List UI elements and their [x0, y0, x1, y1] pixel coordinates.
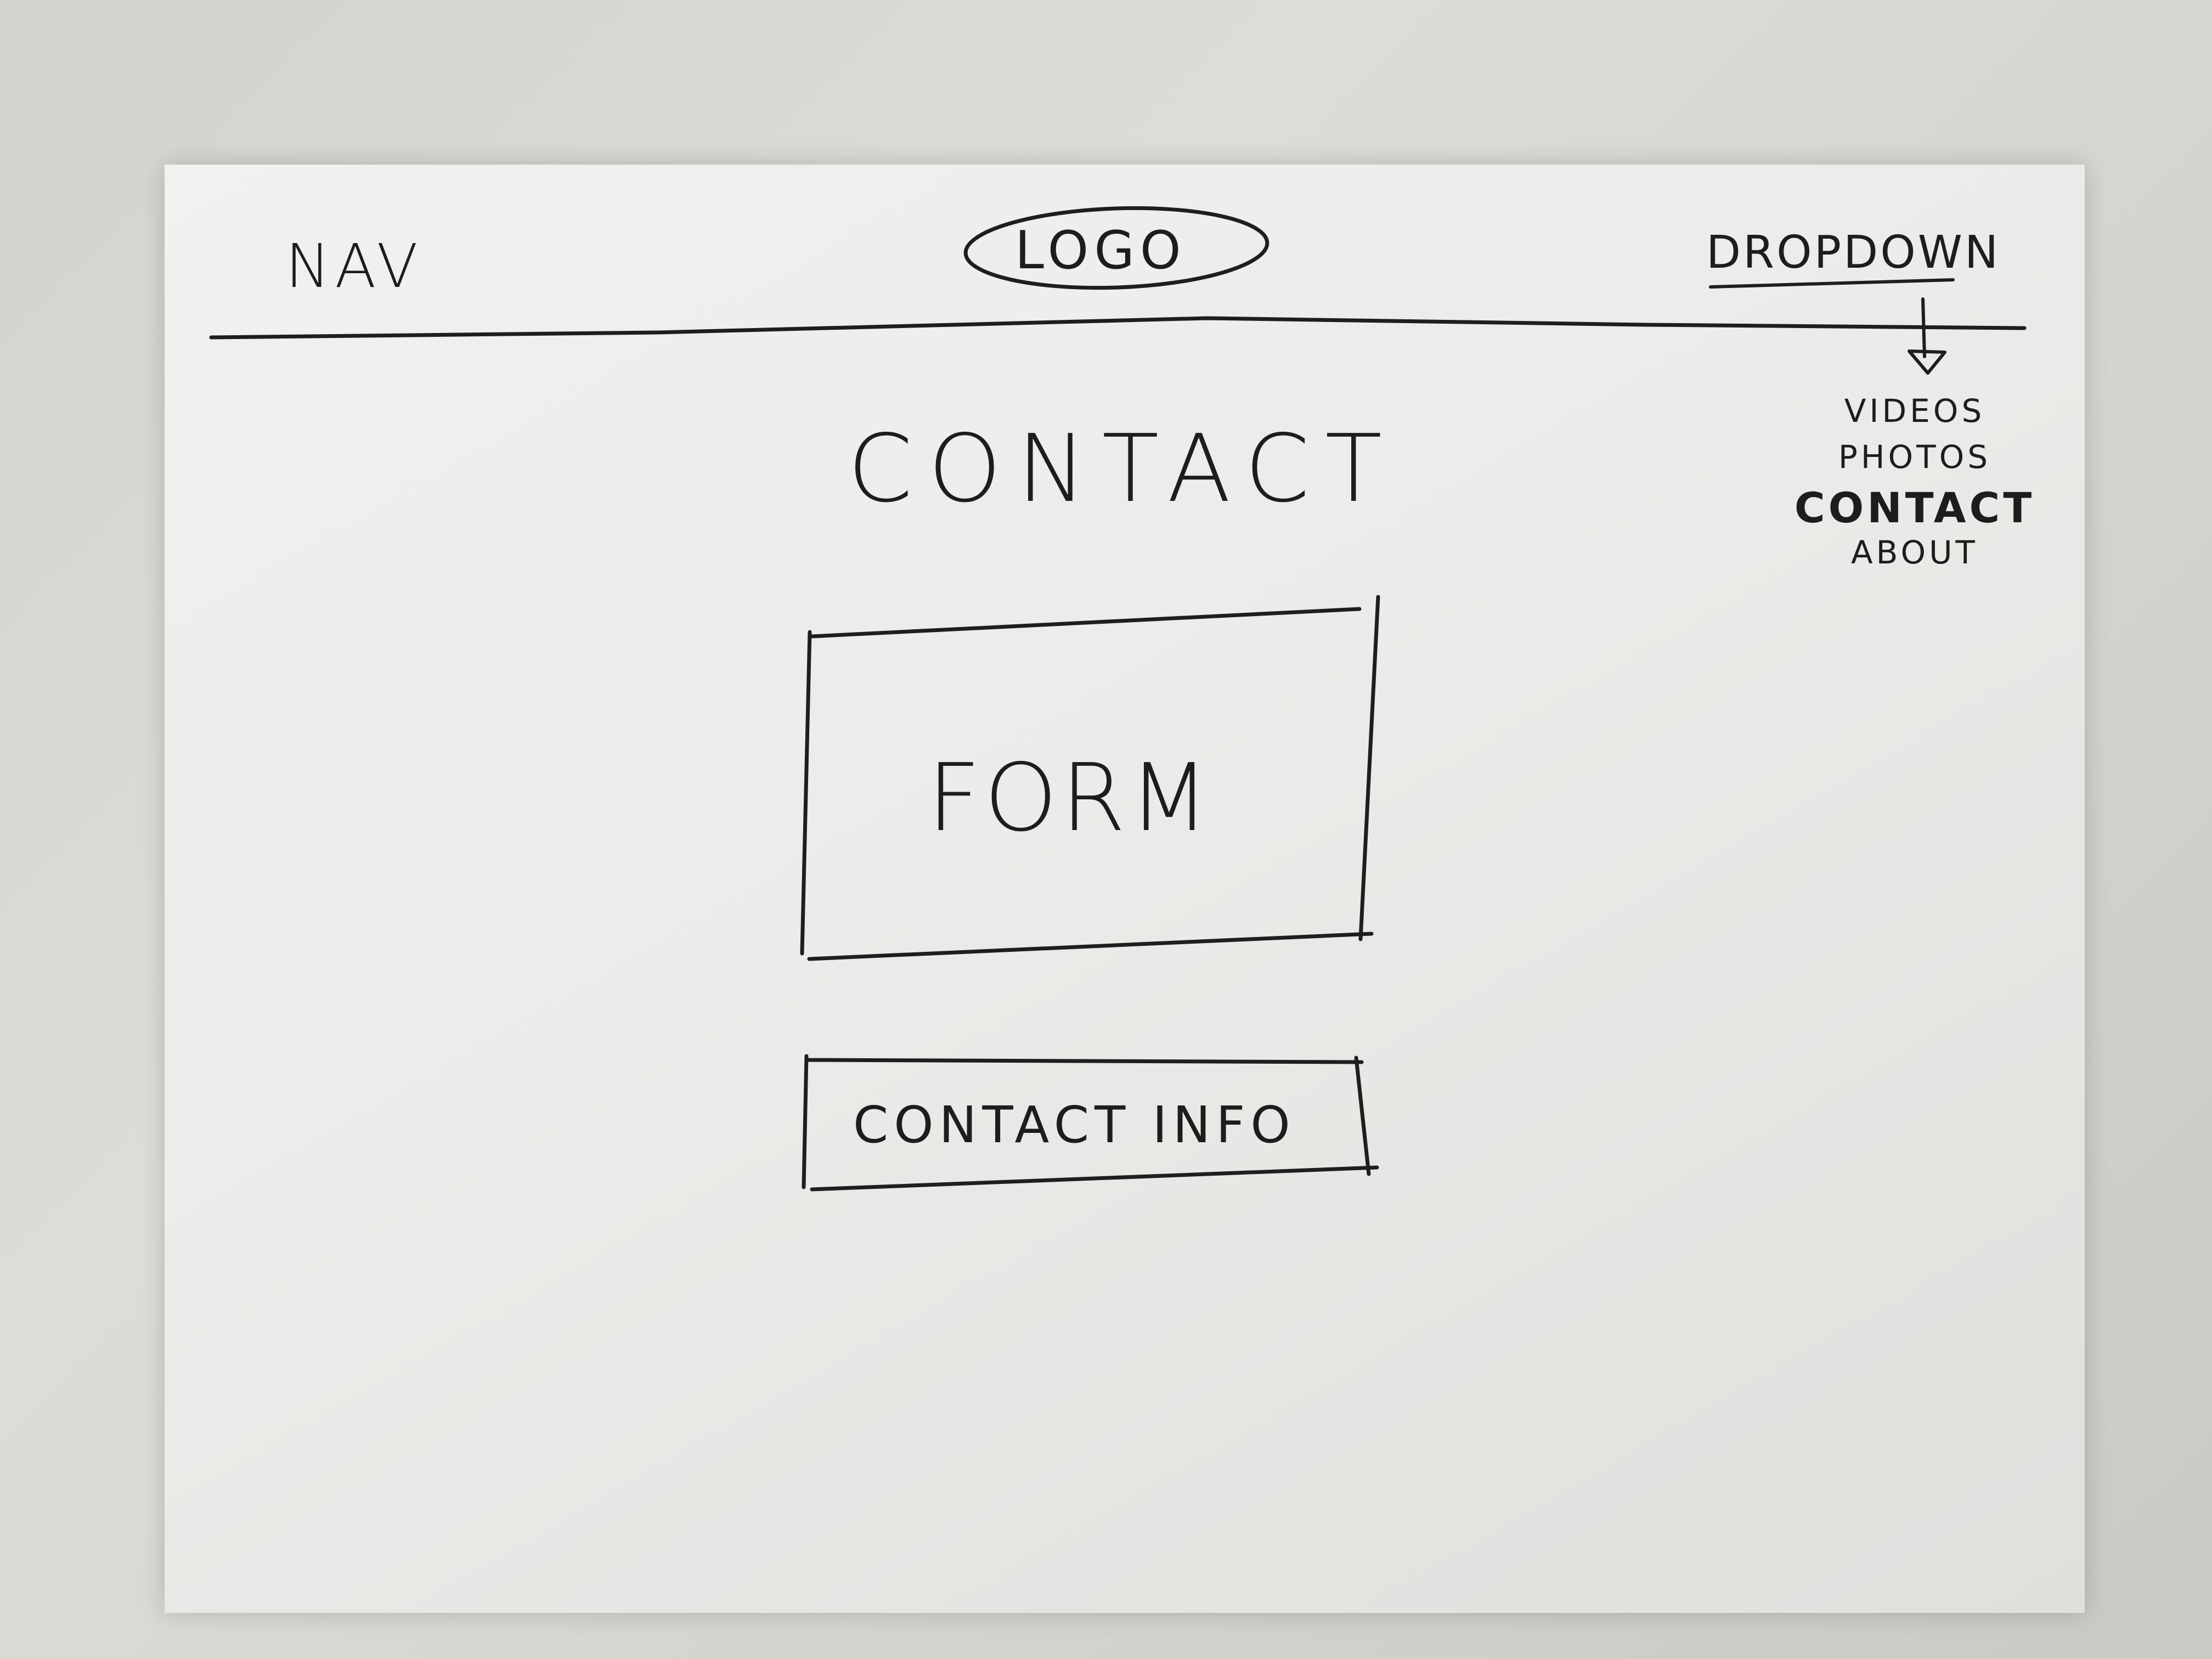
logo-label[interactable]: LOGO — [1015, 221, 1187, 281]
dropdown-underline — [1709, 278, 1955, 289]
dropdown-item-photos[interactable]: PHOTOS — [1838, 438, 1991, 476]
dropdown-menu: VIDEOS PHOTOS CONTACT ABOUT — [1788, 395, 2041, 583]
sketch-paper — [165, 165, 2085, 1613]
logo-outline — [963, 206, 1269, 290]
dropdown-arrow-icon — [1908, 297, 1946, 375]
dropdown-item-videos[interactable]: VIDEOS — [1844, 392, 1985, 430]
contact-info-label: CONTACT INFO — [853, 1096, 1296, 1154]
dropdown-item-about[interactable]: ABOUT — [1851, 534, 1978, 571]
dropdown-label[interactable]: DROPDOWN — [1706, 227, 2001, 279]
page-title: CONTACT — [848, 415, 1398, 523]
nav-label[interactable]: NAV — [285, 231, 422, 301]
form-placeholder-label: FORM — [927, 744, 1213, 853]
contact-info-box — [802, 1054, 1379, 1192]
header-divider — [209, 316, 2027, 340]
dropdown-item-contact[interactable]: CONTACT — [1794, 483, 2035, 532]
form-box — [800, 595, 1380, 961]
